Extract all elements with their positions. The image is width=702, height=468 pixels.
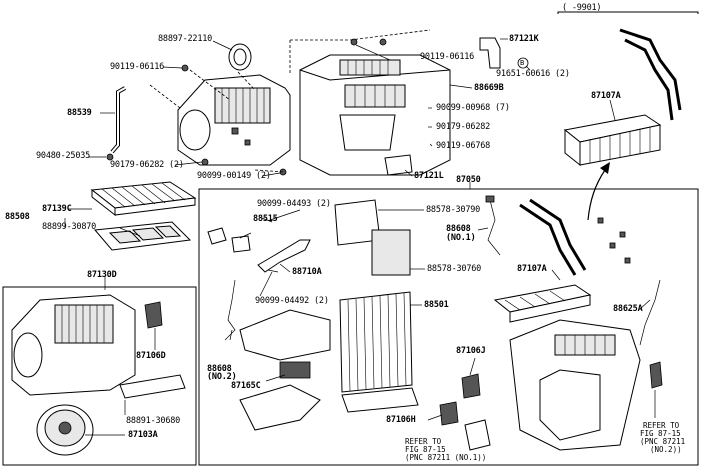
bolt-set-b [261, 217, 279, 273]
label-88669b: 88669B [474, 83, 504, 93]
arrow-to-inset [587, 169, 606, 221]
arrow-head [600, 162, 610, 174]
servos [439, 361, 663, 451]
blower-motor-87103a [36, 404, 94, 456]
label-91651: 91651-60616 (2) [496, 69, 570, 79]
bracket-87121k [479, 37, 501, 69]
label-88515: 88515 [253, 214, 278, 224]
label-90099-a: 90099-00149 (2) [197, 171, 271, 181]
heater-case-lower [509, 319, 641, 451]
frame-9901 [557, 11, 699, 14]
pad-88578-30760 [371, 229, 411, 276]
label-90119-a: 90119-06116 [110, 62, 165, 72]
label-87130d: 87130D [87, 270, 117, 280]
label-88625a: 88625A [613, 304, 643, 314]
label-87107a-box: 87107A [517, 264, 547, 274]
label-88539: 88539 [67, 108, 92, 118]
refer-note-2-line4: (NO.2)) [650, 445, 682, 454]
label-88508: 88508 [5, 212, 30, 222]
heater-core-9901 [563, 28, 682, 167]
label-87106j: 87106J [456, 346, 486, 356]
label-88578-30760: 88578-30760 [427, 264, 482, 274]
label-87103a: 87103A [128, 430, 158, 440]
frame-87050 [198, 188, 699, 466]
blower-case-upper [177, 74, 291, 166]
refer-note-2-line2: FIG 87-15 [640, 429, 681, 438]
label-88899: 88899-30870 [42, 222, 97, 232]
seal-ring [228, 43, 252, 71]
filter-frame-88899 [94, 221, 192, 251]
label-88608-no1-sub: (NO.1) [446, 233, 476, 243]
clips [597, 217, 631, 264]
label-90099-d: 90099-04492 (2) [255, 296, 329, 306]
label-87050: 87050 [456, 175, 481, 185]
label-9901: ( -9901) [562, 3, 602, 13]
label-88578-30790: 88578-30790 [426, 205, 481, 215]
refer-note-1-line3: (PNC 87211 (NO.1)) [405, 453, 487, 462]
label-87107a-inset: 87107A [591, 91, 621, 101]
leader-lines [64, 38, 656, 436]
label-88710a: 88710A [292, 267, 322, 277]
duct-87165c [239, 309, 331, 431]
heater-core-87107a [493, 198, 592, 323]
label-88608-no2: 88608 [207, 364, 232, 374]
label-87106h: 87106H [386, 415, 416, 425]
refer-note-1-line2: FIG 87-15 [405, 445, 446, 454]
label-88608-no1: 88608 [446, 224, 471, 234]
refer-note-2-line3: (PNC 87211 [640, 437, 686, 446]
label-90480: 90480-25035 [36, 151, 91, 161]
label-90179-b: 90179-06282 [436, 122, 491, 132]
label-88891: 88891-30680 [126, 416, 181, 426]
servo-87106d [144, 301, 163, 329]
heater-case-upper [299, 54, 451, 176]
wire-88608-no2 [224, 279, 236, 341]
evaporator-88501 [339, 291, 419, 413]
sensor-88625a [639, 279, 661, 346]
label-90099-b: 90099-00968 (7) [436, 103, 510, 113]
plate-88891 [119, 374, 186, 399]
label-87139c: 87139C [42, 204, 72, 214]
dashed-leaders-top [149, 29, 431, 173]
label-88501: 88501 [424, 300, 449, 310]
frame-87130d [2, 286, 197, 466]
label-90119-b: 90119-06116 [420, 52, 475, 62]
label-87165c: 87165C [231, 381, 261, 391]
marker-b-circle [517, 57, 529, 69]
label-90119-c: 90119-06768 [436, 141, 491, 151]
pipe-88710a [257, 239, 311, 273]
refer-note-1-line1: REFER TO [405, 437, 442, 446]
wire-88608-no1 [485, 195, 501, 256]
label-88897: 88897-22110 [158, 34, 213, 44]
label-circle-b: B [520, 59, 525, 67]
label-87106d: 87106D [136, 351, 166, 361]
label-90099-c: 90099-04493 (2) [257, 199, 331, 209]
air-filter-87139c [90, 181, 197, 217]
hose-88515 [207, 227, 251, 253]
blower-case-lower [11, 294, 136, 396]
label-87121l: 87121L [414, 171, 444, 181]
label-88608-no2-sub: (NO.2) [207, 372, 237, 382]
label-90179-a: 90179-06282 (2) [110, 160, 184, 170]
label-87121k: 87121K [509, 34, 539, 44]
refer-note-2-line1: REFER TO [643, 421, 680, 430]
